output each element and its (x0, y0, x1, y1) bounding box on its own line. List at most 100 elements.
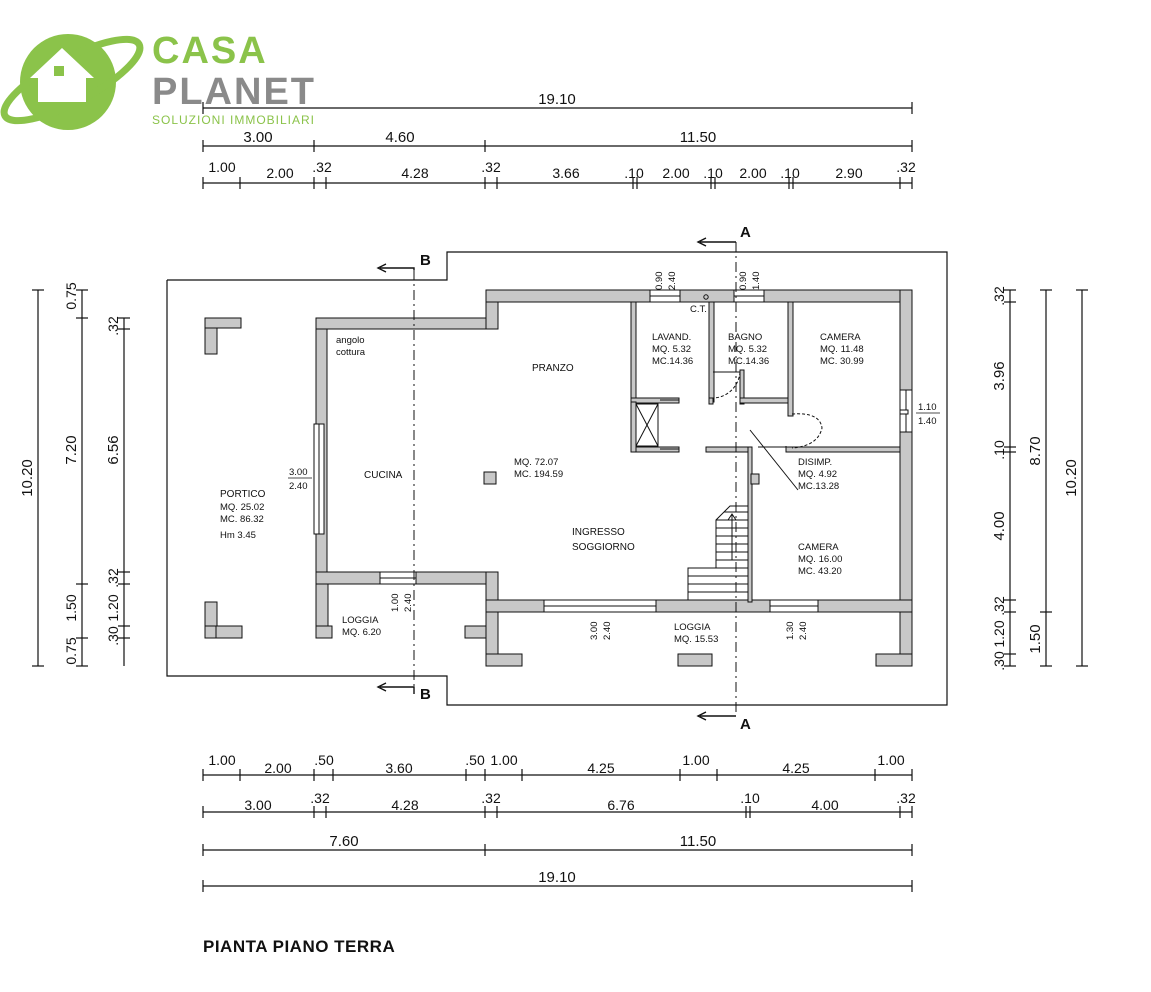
dim-left-032-top: .32 (105, 316, 121, 336)
pranzo-label: PRANZO (532, 363, 574, 374)
soggiorno-label-1: INGRESSO (572, 527, 625, 538)
dim-bot-1-1: 1.00 (208, 752, 235, 768)
angolo-cottura-1: angolo (336, 335, 365, 346)
casa-planet-logo: CASA PLANET SOLUZIONI IMMOBILIARI (0, 30, 316, 130)
win-loggia1-w: 1.00 (390, 594, 401, 613)
dim-left-032-bot: .32 (105, 568, 121, 588)
dim-left-720: 7.20 (63, 435, 80, 464)
logo-text-casa: CASA (152, 30, 268, 72)
dim-bot-1-5: .50 (465, 752, 485, 768)
win-cucina-h: 2.40 (289, 481, 308, 492)
win-bagno-w: 0.90 (738, 272, 749, 291)
dim-right-total: 10.20 (1063, 459, 1080, 497)
utility-shaft (635, 403, 659, 447)
camera2-mc: MC. 43.20 (798, 566, 842, 577)
loggia2-name: LOGGIA (674, 622, 711, 633)
pillar (750, 473, 760, 485)
dim-top-total: 19.10 (538, 91, 576, 108)
win-camera2-w: 1.30 (785, 622, 796, 641)
column (483, 471, 497, 485)
lavanderia-name: LAVAND. (652, 332, 691, 343)
loggia1-mq: MQ. 6.20 (342, 627, 381, 638)
lavanderia-mq: MQ. 5.32 (652, 344, 691, 355)
windows (313, 289, 913, 613)
dim-bot-2-4: .32 (481, 790, 501, 806)
dim-right-032-bot: .32 (991, 596, 1007, 616)
dim-left-150: 1.50 (63, 594, 79, 621)
dim-top-3-2: 2.00 (266, 165, 293, 181)
dim-top-3-8: 2.00 (662, 165, 689, 181)
left-dimension-labels: 10.20 7.20 6.56 0.75 .32 1.50 0.75 .32 1… (19, 282, 122, 664)
camera2-mq: MQ. 16.00 (798, 554, 842, 565)
dim-top-3-5: .32 (481, 159, 501, 175)
dim-top-3-9: .10 (703, 165, 723, 181)
dim-bot-2-2: .32 (310, 790, 330, 806)
top-dimension-lines (202, 102, 913, 189)
dim-bot-2-3: 4.28 (391, 797, 418, 813)
angolo-cottura-2: cottura (336, 347, 366, 358)
dim-right-030: .30 (991, 651, 1007, 671)
win-lav-h: 2.40 (667, 272, 678, 291)
bottom-dimension-labels: 1.00 2.00 .50 3.60 .50 1.00 4.25 1.00 4.… (208, 752, 916, 886)
dim-bot-1-3: .50 (314, 752, 334, 768)
dim-top-3-13: .32 (896, 159, 916, 175)
dim-top-3-4: 4.28 (401, 165, 428, 181)
soggiorno-mq: MQ. 72.07 (514, 457, 558, 468)
site-boundary (166, 251, 948, 706)
dim-bot-3-1: 7.60 (329, 833, 358, 850)
bagno-name: BAGNO (728, 332, 762, 343)
win-camera2-h: 2.40 (798, 622, 809, 641)
dim-top-3-6: 3.66 (552, 165, 579, 181)
dim-top-2-2: 4.60 (385, 129, 414, 146)
dim-top-2-1: 3.00 (243, 129, 272, 146)
section-a-top: A (740, 224, 751, 241)
dim-bot-3-2: 11.50 (680, 833, 716, 850)
dim-bot-2-7: 4.00 (811, 797, 838, 813)
dim-top-2-3: 11.50 (680, 129, 716, 146)
dim-right-120: 1.20 (991, 620, 1007, 647)
win-camera1-h: 1.40 (918, 416, 937, 427)
dim-bot-1-9: 4.25 (782, 760, 809, 776)
dim-top-3-11: .10 (780, 165, 800, 181)
dim-bot-1-8: 1.00 (682, 752, 709, 768)
right-dimension-labels: .32 3.96 .10 4.00 .32 1.20 .30 8.70 1.50… (991, 286, 1080, 671)
disimp-name: DISIMP. (798, 457, 832, 468)
right-dimension-lines (1004, 289, 1088, 667)
win-cucina-w: 3.00 (289, 467, 308, 478)
camera1-name: CAMERA (820, 332, 861, 343)
logo-text-planet: PLANET (152, 71, 316, 113)
dim-right-032-top: .32 (991, 286, 1007, 306)
dim-top-3-7: .10 (624, 165, 644, 181)
section-lines (413, 242, 737, 716)
win-soggiorno-h: 2.40 (602, 622, 613, 641)
staircase (687, 505, 748, 600)
dim-top-3-3: .32 (312, 159, 332, 175)
dim-bot-1-10: 1.00 (877, 752, 904, 768)
dim-top-3-10: 2.00 (739, 165, 766, 181)
soggiorno-label-2: SOGGIORNO (572, 542, 635, 553)
bagno-mc: MC.14.36 (728, 356, 769, 367)
loggia1-name: LOGGIA (342, 615, 379, 626)
portico-mq: MQ. 25.02 (220, 502, 264, 513)
dim-left-075-bot: 0.75 (63, 637, 79, 664)
ct-label: C.T. (690, 304, 707, 315)
section-b-top: B (420, 252, 431, 269)
dim-bot-2-6: .10 (740, 790, 760, 806)
disimp-mc: MC.13.28 (798, 481, 839, 492)
dim-bot-2-8: .32 (896, 790, 916, 806)
camera2-name: CAMERA (798, 542, 839, 553)
portico-mc: MC. 86.32 (220, 514, 264, 525)
camera1-mq: MQ. 11.48 (820, 344, 864, 355)
loggia2-mq: MQ. 15.53 (674, 634, 718, 645)
disimp-mq: MQ. 4.92 (798, 469, 837, 480)
dim-bot-1-7: 4.25 (587, 760, 614, 776)
dim-left-656: 6.56 (105, 435, 122, 464)
logo-tagline: SOLUZIONI IMMOBILIARI (152, 113, 315, 127)
section-b-bottom: B (420, 686, 431, 703)
win-camera1-w: 1.10 (918, 402, 937, 413)
opening-labels: 3.00 2.40 1.00 2.40 3.00 2.40 1.30 2.40 … (288, 272, 940, 641)
bagno-mq: MQ. 5.32 (728, 344, 767, 355)
dim-right-150: 1.50 (1027, 624, 1044, 653)
dim-right-870: 8.70 (1027, 436, 1044, 465)
